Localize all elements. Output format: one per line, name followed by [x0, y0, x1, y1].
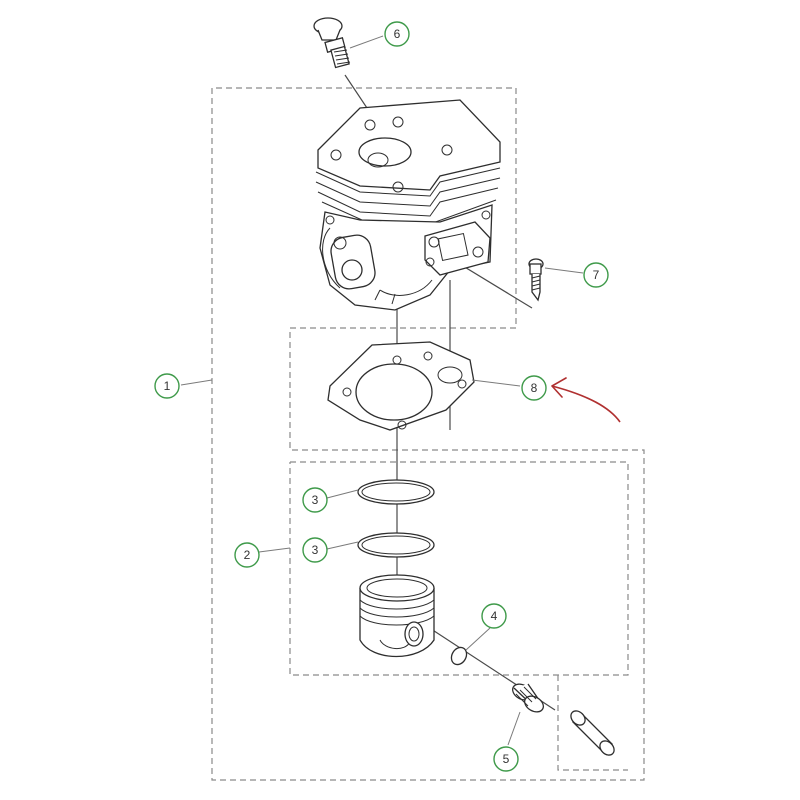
- svg-text:8: 8: [531, 381, 538, 395]
- group-2-boundary: [289, 461, 629, 676]
- piston-rings-part: [357, 479, 435, 558]
- circlip-part: [450, 646, 468, 666]
- group-boundaries: [211, 87, 645, 781]
- cylinder-part: [315, 99, 501, 311]
- callout-5: 5: [493, 746, 519, 772]
- svg-text:4: 4: [491, 609, 498, 623]
- group-1-boundary: [211, 87, 645, 781]
- gasket-part: [327, 341, 475, 431]
- svg-text:1: 1: [164, 379, 171, 393]
- callout-6: 6: [384, 21, 410, 47]
- highlight-arrow: [551, 377, 621, 423]
- leader-lines: [180, 35, 584, 746]
- svg-text:3: 3: [312, 493, 319, 507]
- piston-pin-part: [570, 710, 615, 756]
- callout-2: 2: [234, 542, 260, 568]
- svg-text:6: 6: [394, 27, 401, 41]
- callout-8: 8: [521, 375, 547, 401]
- needle-bearing-part: [512, 683, 544, 713]
- callout-7: 7: [583, 262, 609, 288]
- decompression-valve-part: [313, 17, 351, 69]
- piston-part: [359, 574, 435, 658]
- pin-box-boundary: [557, 675, 628, 771]
- svg-text:7: 7: [593, 268, 600, 282]
- callout-3-upper: 3: [302, 487, 328, 513]
- svg-text:2: 2: [244, 548, 251, 562]
- svg-text:5: 5: [503, 752, 510, 766]
- callout-1: 1: [154, 373, 180, 399]
- screw-part: [528, 258, 544, 302]
- callout-4: 4: [481, 603, 507, 629]
- callout-3-lower: 3: [302, 537, 328, 563]
- svg-text:3: 3: [312, 543, 319, 557]
